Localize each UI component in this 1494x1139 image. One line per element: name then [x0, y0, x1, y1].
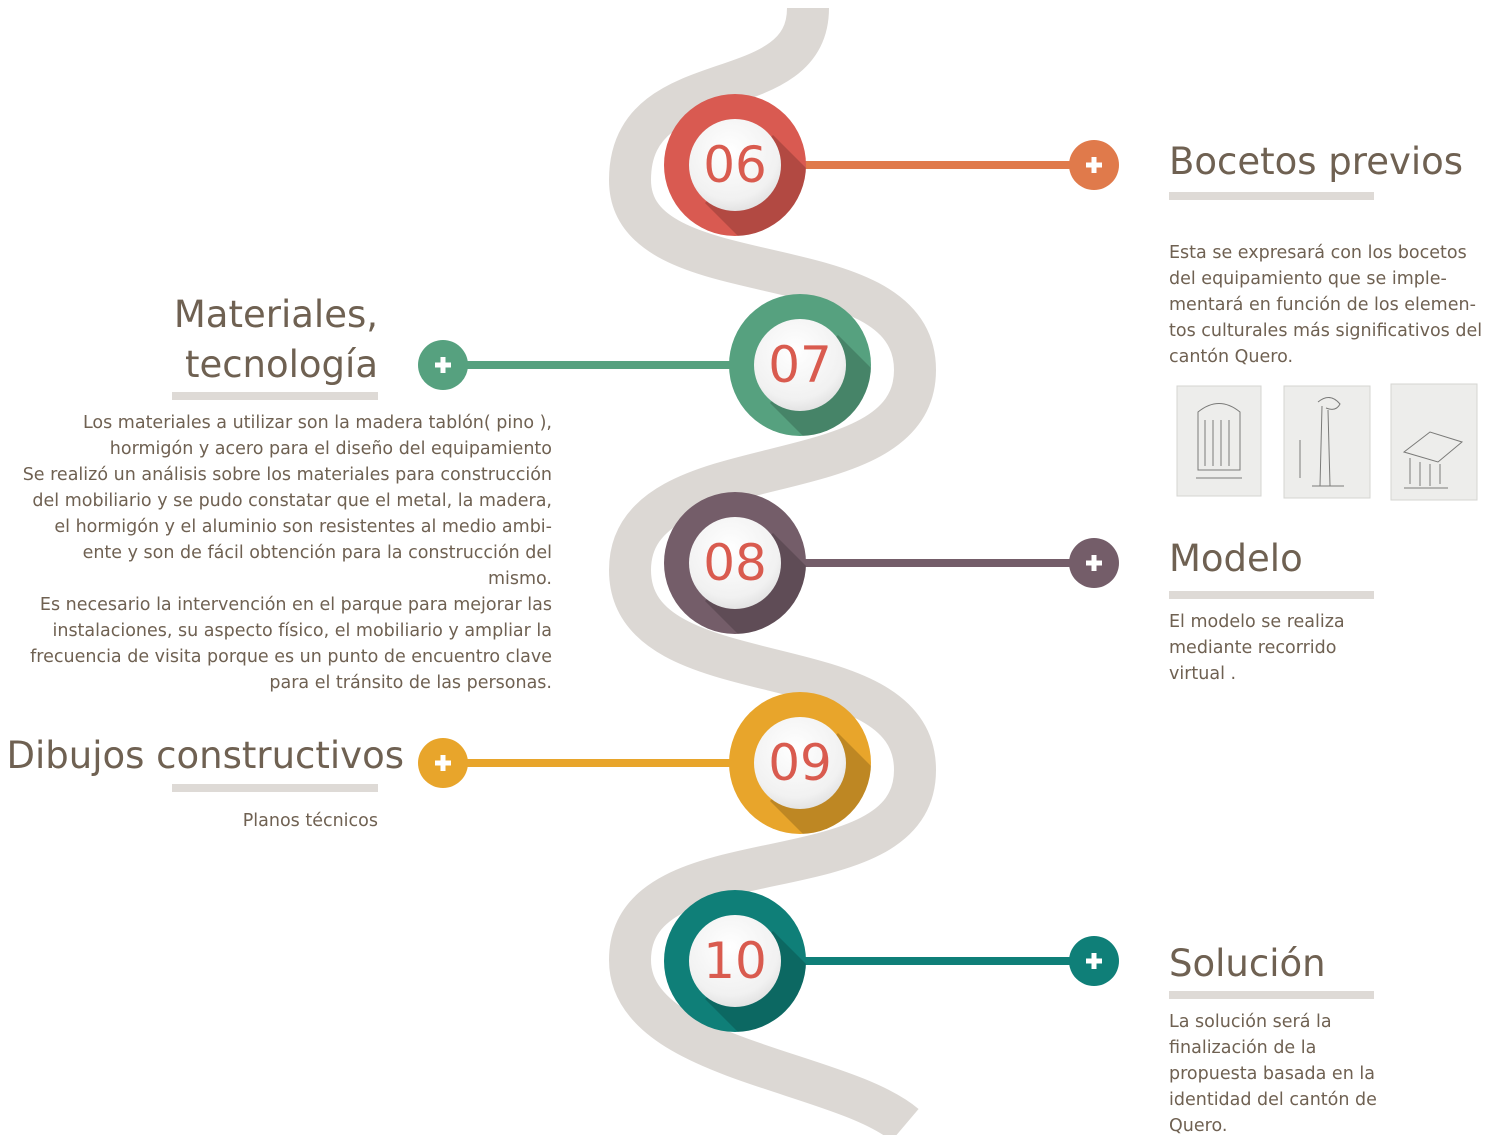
body-bocetos-previos: Esta se expresará con los bocetos del eq… — [1169, 243, 1483, 367]
title-underline — [172, 784, 378, 792]
step-number: 10 — [703, 932, 767, 990]
title-line: tecnología — [184, 343, 378, 386]
badge-inner-disc — [754, 717, 846, 809]
sketch-2 — [1283, 385, 1371, 499]
title-solucion: Solución — [1169, 939, 1326, 989]
title-line: Solución — [1169, 942, 1326, 985]
title-underline — [172, 392, 378, 400]
plus-icon[interactable] — [1069, 140, 1119, 190]
title-line: Dibujos constructivos — [6, 734, 404, 777]
body-dibujos-constructivos: Planos técnicos — [242, 811, 378, 831]
badge-inner-disc — [689, 517, 781, 609]
plus-icon[interactable] — [418, 340, 468, 390]
sketch-1 — [1176, 385, 1262, 497]
step-number: 06 — [703, 136, 767, 194]
plus-icon[interactable] — [418, 738, 468, 788]
title-modelo: Modelo — [1169, 534, 1303, 584]
body-solucion: La solución será la finalización de la p… — [1169, 1012, 1377, 1136]
sketch-thumbnails — [1176, 383, 1478, 501]
sketch-3 — [1390, 383, 1478, 501]
badge-inner-disc — [689, 915, 781, 1007]
step-number: 09 — [768, 734, 832, 792]
title-bocetos-previos: Bocetos previos — [1169, 137, 1463, 187]
badge-inner-disc — [689, 119, 781, 211]
body-modelo: El modelo se realiza mediante recorrido … — [1169, 612, 1345, 684]
plus-icon[interactable] — [1069, 936, 1119, 986]
badge-inner-disc — [754, 319, 846, 411]
title-line: Modelo — [1169, 537, 1303, 580]
step-number: 08 — [703, 534, 767, 592]
winding-road — [608, 6, 937, 1135]
title-line: Bocetos previos — [1169, 140, 1464, 183]
body-materiales-tecnologia: Los materiales a utilizar son la madera … — [22, 413, 552, 693]
title-underline — [1169, 591, 1374, 599]
title-underline — [1169, 192, 1374, 200]
step-badge-09[interactable]: 09 — [729, 692, 904, 867]
title-line: Materiales, — [173, 293, 378, 336]
step-number: 07 — [768, 336, 832, 394]
title-dibujos-constructivos: Dibujos constructivos — [7, 731, 404, 781]
title-materiales-tecnologia: Materiales, tecnología — [174, 290, 378, 390]
plus-icon[interactable] — [1069, 538, 1119, 588]
title-underline — [1169, 991, 1374, 999]
